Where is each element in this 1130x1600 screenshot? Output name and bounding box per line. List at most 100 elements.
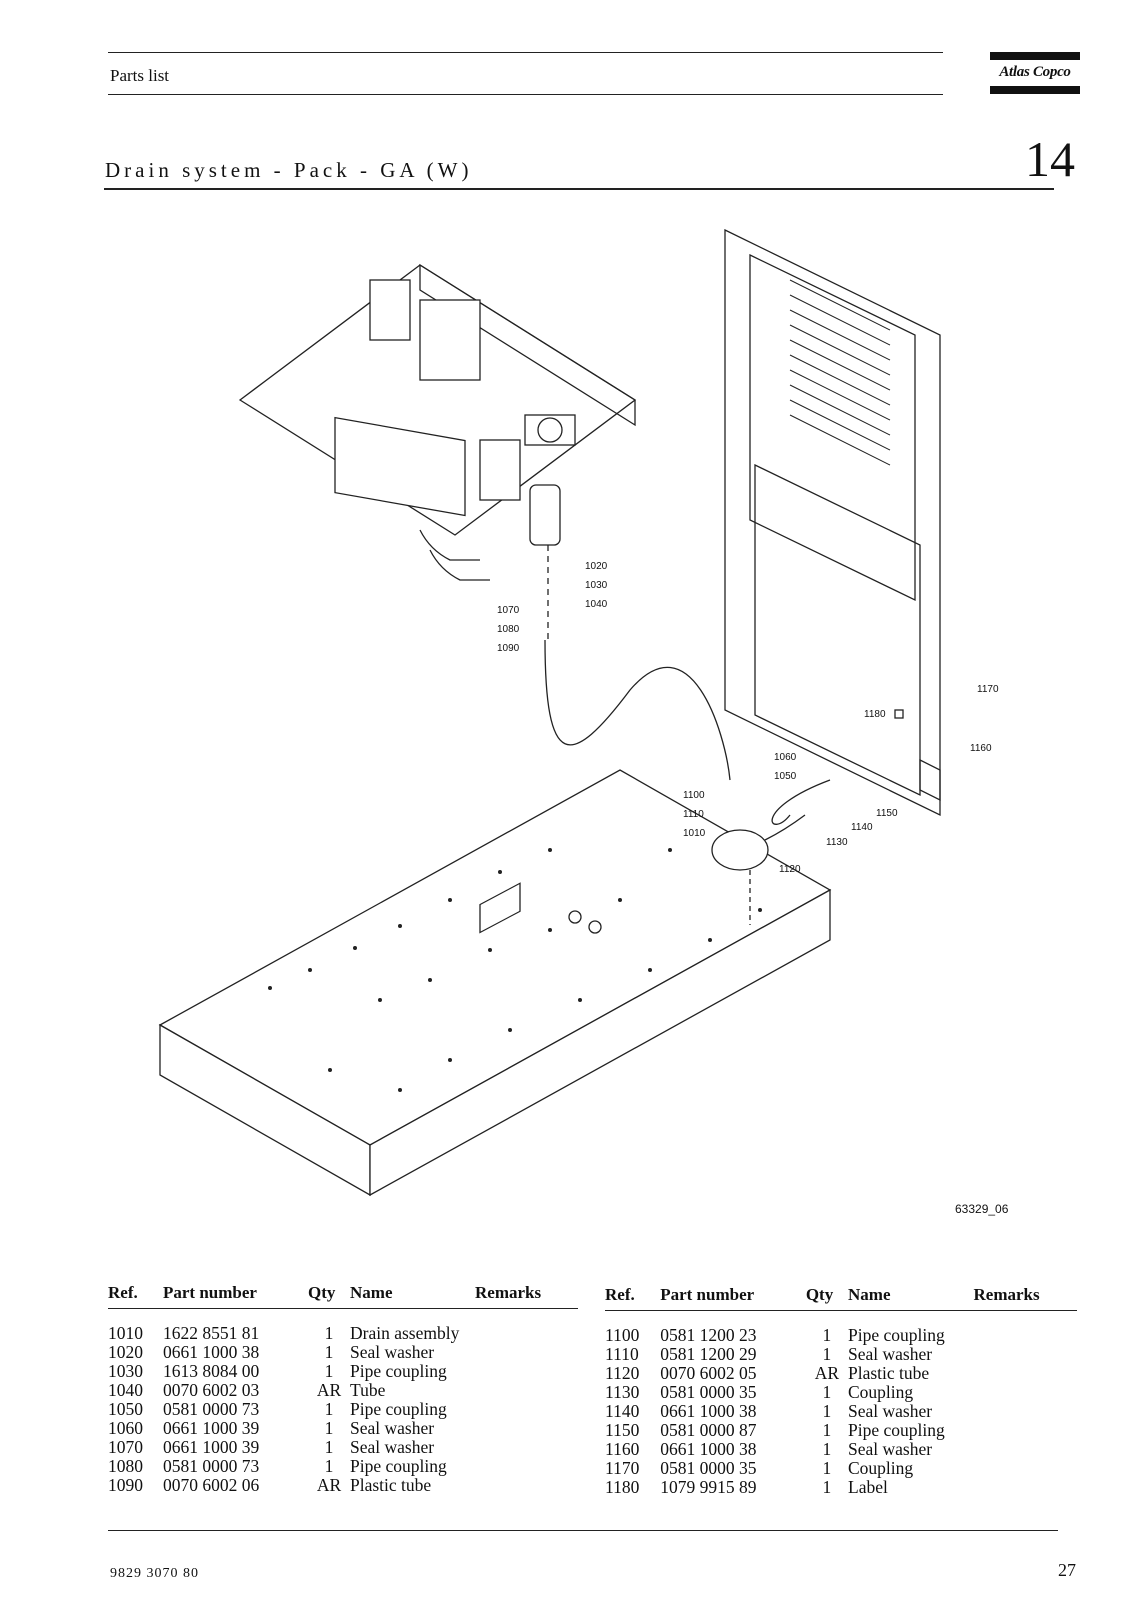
part-number: 0581 1200 29 (660, 1344, 757, 1364)
callout-1040: 1040 (585, 599, 608, 610)
part-remarks (974, 1383, 1077, 1402)
callout-1060: 1060 (774, 752, 797, 763)
parts-row: 1100 0581 1200 23 1 Pipe coupling (605, 1326, 1077, 1345)
part-qty: 1 (324, 1437, 334, 1457)
part-number: 0581 0000 35 (660, 1458, 757, 1478)
part-remarks (974, 1421, 1077, 1440)
part-qty: 1 (324, 1323, 334, 1343)
header-title: Parts list (110, 66, 170, 85)
col-qty: Qty (805, 1285, 848, 1311)
col-part-number: Part number (660, 1285, 806, 1311)
part-number: 0581 1200 23 (660, 1325, 757, 1345)
part-qty: 1 (822, 1344, 832, 1364)
part-name: Seal washer (350, 1418, 435, 1438)
callout-1030: 1030 (585, 580, 608, 591)
col-name: Name (848, 1285, 974, 1311)
part-remarks (475, 1457, 578, 1476)
part-number: 0581 0000 87 (660, 1420, 757, 1440)
part-name: Pipe coupling (350, 1361, 447, 1381)
part-remarks (475, 1419, 578, 1438)
part-remarks (974, 1440, 1077, 1459)
part-remarks (974, 1459, 1077, 1478)
part-remarks (974, 1364, 1077, 1383)
atlas-copco-logo: Atlas Copco (990, 52, 1080, 96)
part-remarks (475, 1438, 578, 1457)
part-name: Pipe coupling (350, 1456, 447, 1476)
part-number: 0070 6002 05 (660, 1363, 757, 1383)
col-ref: Ref. (605, 1285, 661, 1311)
parts-table-right: Ref. Part number Qty Name Remarks 1100 05… (605, 1285, 1077, 1497)
part-name: Pipe coupling (350, 1399, 447, 1419)
side-panel (724, 228, 941, 817)
part-ref: 1060 (108, 1418, 143, 1438)
part-qty: 1 (324, 1418, 334, 1438)
logo-text: Atlas Copco (999, 64, 1071, 80)
part-qty: 1 (324, 1399, 334, 1419)
part-name: Pipe coupling (848, 1420, 945, 1440)
callout-1080: 1080 (497, 624, 520, 635)
callout-1180: 1180 (864, 709, 886, 720)
document-number: 9829 3070 80 (110, 1566, 199, 1581)
part-ref: 1140 (605, 1401, 640, 1421)
part-ref: 1010 (108, 1323, 143, 1343)
col-qty: Qty (308, 1283, 350, 1309)
callout-1010: 1010 (683, 828, 706, 839)
part-qty: 1 (822, 1401, 832, 1421)
part-qty: 1 (324, 1361, 334, 1381)
col-remarks: Remarks (973, 1285, 1077, 1311)
part-number: 0661 1000 39 (163, 1418, 260, 1438)
part-ref: 1070 (108, 1437, 143, 1457)
footer-rule (108, 1530, 1058, 1531)
part-ref: 1050 (108, 1399, 143, 1419)
part-remarks (475, 1476, 578, 1495)
part-number: 0661 1000 38 (163, 1342, 260, 1362)
part-number: 0661 1000 38 (660, 1439, 757, 1459)
part-qty: AR (316, 1380, 342, 1400)
part-ref: 1130 (605, 1382, 640, 1402)
base-frame (158, 769, 832, 1197)
header-top-rule (108, 52, 943, 53)
part-name: Seal washer (848, 1401, 933, 1421)
part-name: Pipe coupling (848, 1325, 945, 1345)
part-qty: 1 (822, 1325, 832, 1345)
part-qty: AR (814, 1363, 840, 1383)
part-name: Seal washer (848, 1439, 933, 1459)
callout-1050: 1050 (774, 771, 797, 782)
part-ref: 1180 (605, 1477, 640, 1497)
part-name: Plastic tube (848, 1363, 930, 1383)
figure-code: 63329_06 (955, 1202, 1009, 1216)
part-number: 0581 0000 73 (163, 1456, 260, 1476)
section-number: 14 (1025, 131, 1075, 187)
callout-1100: 1100 (683, 790, 705, 801)
part-ref: 1100 (605, 1325, 640, 1345)
callout-1070: 1070 (497, 605, 520, 616)
part-ref: 1160 (605, 1439, 640, 1459)
part-remarks (475, 1362, 578, 1381)
parts-row: 1060 0661 1000 39 1 Seal washer (108, 1419, 578, 1438)
part-ref: 1110 (605, 1344, 639, 1364)
callout-1110: 1110 (683, 809, 704, 820)
part-qty: AR (316, 1475, 342, 1495)
part-qty: 1 (822, 1458, 832, 1478)
part-name: Drain assembly (350, 1323, 460, 1343)
part-name: Seal washer (350, 1342, 435, 1362)
col-name: Name (350, 1283, 475, 1309)
callout-1130: 1130 (826, 837, 848, 848)
part-ref: 1020 (108, 1342, 143, 1362)
part-name: Coupling (848, 1382, 914, 1402)
callout-1140: 1140 (851, 822, 873, 833)
part-remarks (475, 1343, 578, 1362)
part-qty: 1 (822, 1477, 832, 1497)
